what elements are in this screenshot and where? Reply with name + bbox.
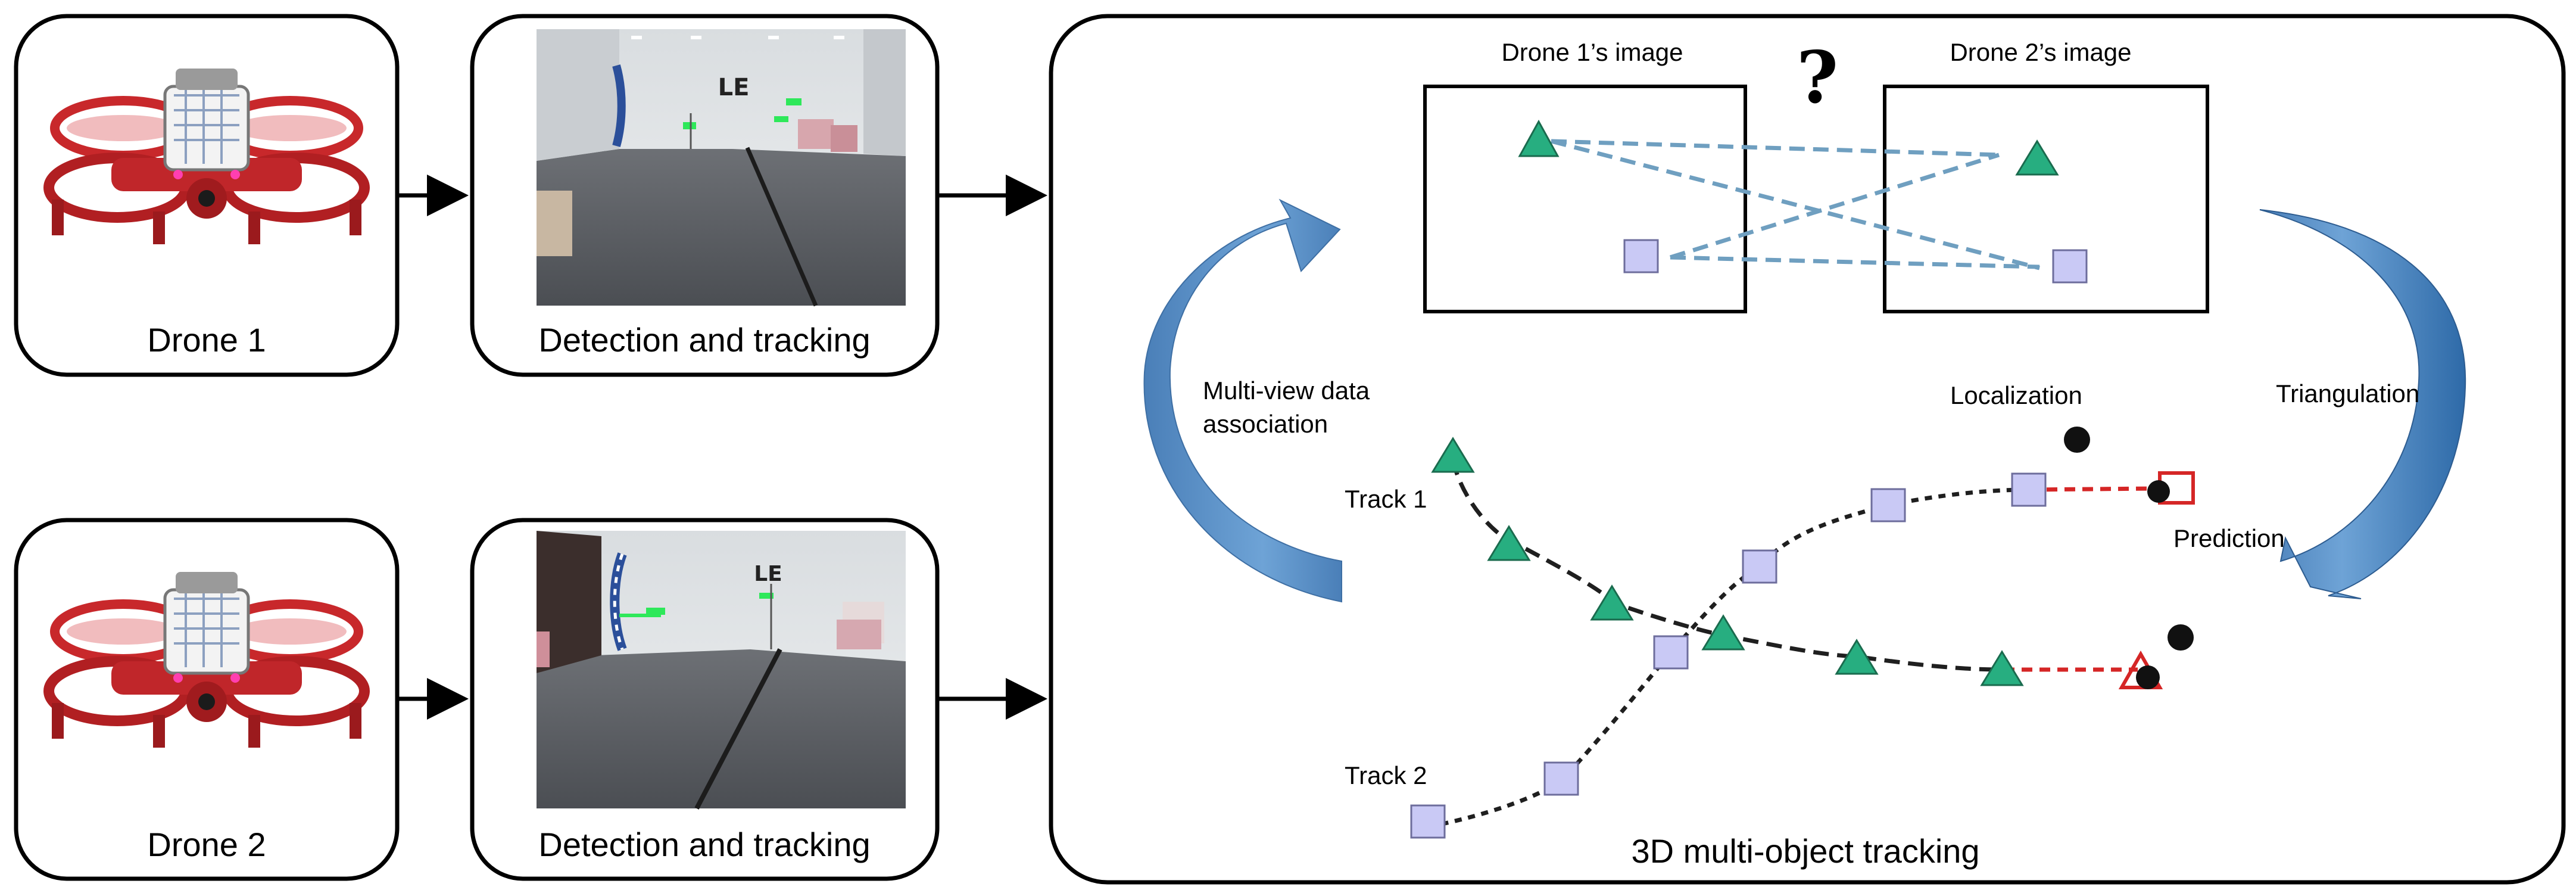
view2-square bbox=[2052, 249, 2088, 284]
triangulation-label: Triangulation bbox=[2276, 379, 2420, 407]
association-arrow bbox=[1143, 198, 1342, 603]
drone1-view-frame bbox=[1423, 85, 1747, 313]
view1-square bbox=[1623, 239, 1659, 273]
localization-point bbox=[2064, 427, 2090, 453]
track2-square bbox=[1543, 761, 1579, 796]
drone-graphic bbox=[43, 572, 370, 748]
tracking-panel-title: 3D multi-object tracking bbox=[1631, 832, 1980, 870]
localization-point bbox=[2136, 665, 2160, 689]
camera2-frame: LE bbox=[537, 531, 906, 810]
track2-label: Track 2 bbox=[1345, 761, 1427, 789]
track2-square bbox=[1410, 804, 1446, 839]
detection2-label: Detection and tracking bbox=[538, 826, 871, 863]
svg-text:LE: LE bbox=[718, 74, 750, 101]
track1-triangle bbox=[1980, 650, 2024, 686]
detection1-label: Detection and tracking bbox=[538, 321, 871, 359]
drone2-label: Drone 2 bbox=[147, 826, 266, 863]
track1-triangle bbox=[1431, 437, 1475, 473]
camera1-frame: LE bbox=[537, 29, 906, 307]
track1-triangle bbox=[1835, 639, 1879, 675]
localization-label: Localization bbox=[1950, 381, 2082, 409]
tracking-panel bbox=[1049, 14, 2566, 885]
track2-square bbox=[1870, 488, 1906, 522]
track1-triangle bbox=[1487, 525, 1531, 561]
view1-title: Drone 1’s image bbox=[1501, 38, 1683, 66]
drone1-image bbox=[43, 69, 370, 244]
svg-text:LE: LE bbox=[754, 562, 782, 586]
triangulation-arrow bbox=[2259, 209, 2466, 599]
track1-label: Track 1 bbox=[1345, 485, 1427, 513]
track2-square bbox=[1653, 635, 1689, 670]
association-lines bbox=[1551, 139, 2040, 270]
drone2-view-frame bbox=[1883, 85, 2209, 313]
track2-prediction-line bbox=[2028, 486, 2154, 492]
drone2-image bbox=[43, 572, 370, 748]
view1-triangle bbox=[1518, 119, 1560, 157]
association-label: Multi-view data association bbox=[1203, 377, 1370, 438]
view2-triangle bbox=[2015, 139, 2059, 176]
view2-title: Drone 2’s image bbox=[1950, 38, 2132, 66]
question-mark: ? bbox=[1796, 36, 1839, 120]
track2-square bbox=[1742, 549, 1777, 584]
track2-square bbox=[2011, 472, 2047, 507]
localization-point bbox=[2168, 624, 2194, 651]
drone-graphic bbox=[43, 69, 370, 244]
drone1-label: Drone 1 bbox=[147, 321, 266, 359]
track1-triangle bbox=[1701, 614, 1745, 651]
prediction-label: Prediction bbox=[2173, 524, 2285, 552]
localization-point bbox=[2147, 480, 2170, 503]
track1-triangle bbox=[1590, 584, 1634, 621]
